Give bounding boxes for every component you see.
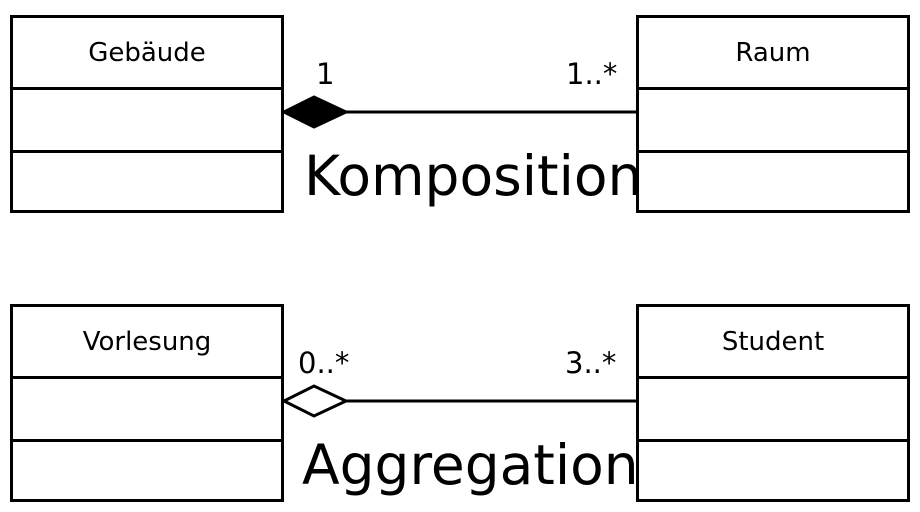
- aggregation-part-multiplicity: 3..*: [565, 346, 617, 380]
- composition-whole-multiplicity: 1: [316, 57, 335, 91]
- class-raum: Raum: [636, 15, 910, 213]
- aggregation-label: Aggregation: [302, 433, 639, 497]
- class-operations: [13, 153, 281, 210]
- class-operations: [639, 442, 907, 499]
- composition-label: Komposition: [304, 144, 643, 208]
- class-student: Student: [636, 304, 910, 502]
- aggregation-diamond: [280, 384, 350, 418]
- class-attributes: [13, 90, 281, 153]
- composition-diamond: [280, 95, 350, 129]
- class-attributes: [13, 379, 281, 442]
- class-operations: [639, 153, 907, 210]
- class-attributes: [639, 90, 907, 153]
- aggregation-whole-multiplicity: 0..*: [298, 346, 350, 380]
- class-name: Student: [639, 307, 907, 379]
- composition-part-multiplicity: 1..*: [566, 57, 618, 91]
- class-attributes: [639, 379, 907, 442]
- class-name: Vorlesung: [13, 307, 281, 379]
- class-name: Gebäude: [13, 18, 281, 90]
- class-gebaeude: Gebäude: [10, 15, 284, 213]
- class-name: Raum: [639, 18, 907, 90]
- class-operations: [13, 442, 281, 499]
- class-vorlesung: Vorlesung: [10, 304, 284, 502]
